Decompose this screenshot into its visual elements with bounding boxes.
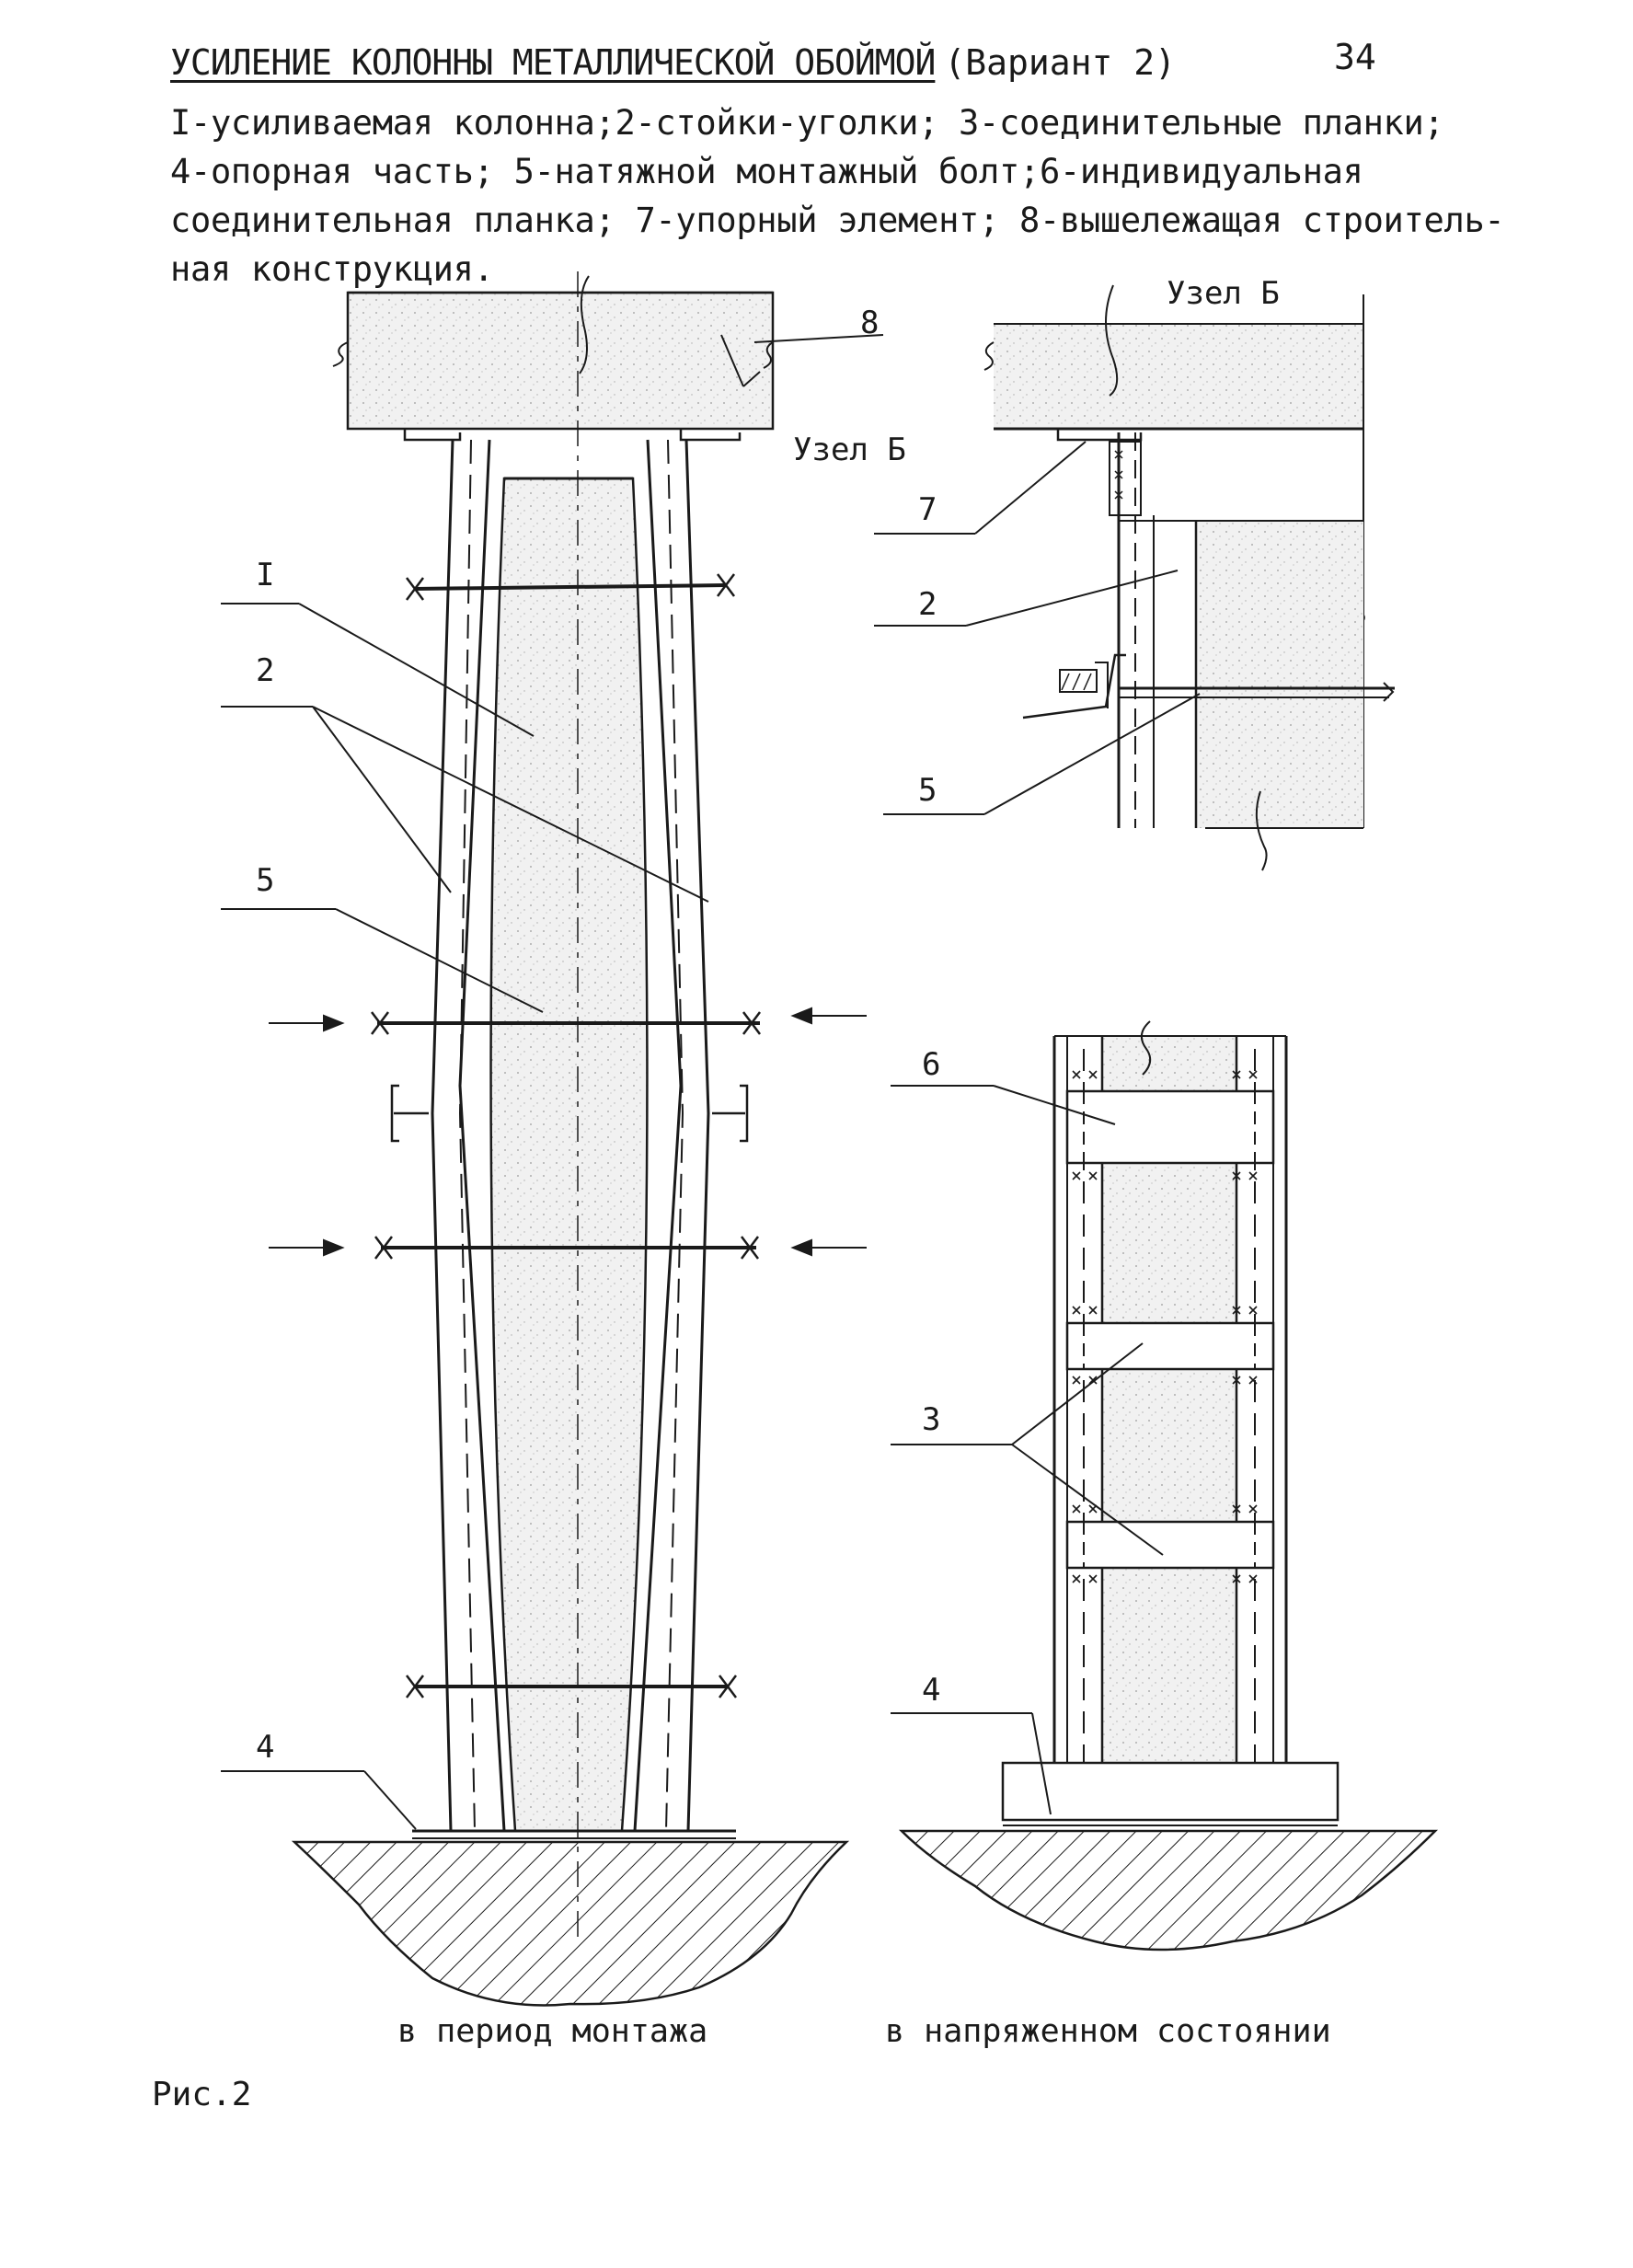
- support-part: [412, 1829, 736, 1839]
- tension-bolt-1: [406, 573, 735, 601]
- caption-installation: в период монтажа: [397, 2013, 708, 2050]
- label-5-node: 5: [918, 772, 937, 809]
- force-arrows: [269, 1007, 867, 1257]
- node-b-reference: Узел Б: [793, 432, 906, 468]
- label-5-left: 5: [256, 862, 274, 899]
- page-number: 34: [1334, 37, 1376, 77]
- label-1: I: [256, 557, 274, 593]
- angle-post-right: [633, 439, 745, 1832]
- label-8: 8: [860, 305, 879, 341]
- upper-structure: [332, 275, 775, 431]
- support-plate-right: [1001, 1761, 1340, 1822]
- label-2-node: 2: [918, 586, 937, 623]
- label-6: 6: [922, 1046, 940, 1083]
- legend-line-1: I-усиливаемая колонна;2-стойки-уголки; 3…: [170, 103, 1444, 143]
- label-4-left: 4: [256, 1729, 274, 1766]
- reinforced-column: [489, 477, 649, 1833]
- tension-bolt-3: [374, 1236, 759, 1260]
- label-3: 3: [922, 1401, 940, 1438]
- title-row: УСИЛЕНИЕ КОЛОННЫ МЕТАЛЛИЧЕСКОЙ ОБОЙМОЙ(В…: [170, 42, 1176, 83]
- document-title: УСИЛЕНИЕ КОЛОННЫ МЕТАЛЛИЧЕСКОЙ ОБОЙМОЙ: [170, 42, 936, 83]
- ground-left: [291, 1840, 850, 2007]
- legend-line-2: 4-опорная часть; 5-натяжной монтажный бо…: [170, 152, 1363, 191]
- angle-post-left: [394, 439, 506, 1832]
- label-2-left: 2: [256, 652, 274, 689]
- node-b-detail: [874, 284, 1395, 871]
- legend-line-3: соединительная планка; 7-упорный элемент…: [170, 201, 1505, 240]
- title-variant: (Вариант 2): [944, 42, 1177, 83]
- tension-bolt-4: [406, 1675, 737, 1698]
- connecting-plate-2: [1065, 1520, 1275, 1570]
- caption-stressed: в напряженном состоянии: [885, 2013, 1331, 2050]
- node-b-title: Узел Б: [1167, 275, 1280, 312]
- leader-lines-left: [221, 334, 884, 1830]
- right-view: [891, 1020, 1439, 1951]
- connecting-plate-1: [1065, 1321, 1275, 1371]
- legend-line-4: ная конструкция.: [170, 249, 494, 289]
- left-view: [221, 271, 884, 2007]
- label-7: 7: [918, 491, 937, 528]
- tension-bolt-2: [371, 1011, 761, 1035]
- figure-label: Рис.2: [152, 2076, 252, 2113]
- ground-right: [898, 1829, 1439, 1951]
- label-4-right: 4: [922, 1672, 940, 1709]
- individual-plate: [1065, 1089, 1275, 1165]
